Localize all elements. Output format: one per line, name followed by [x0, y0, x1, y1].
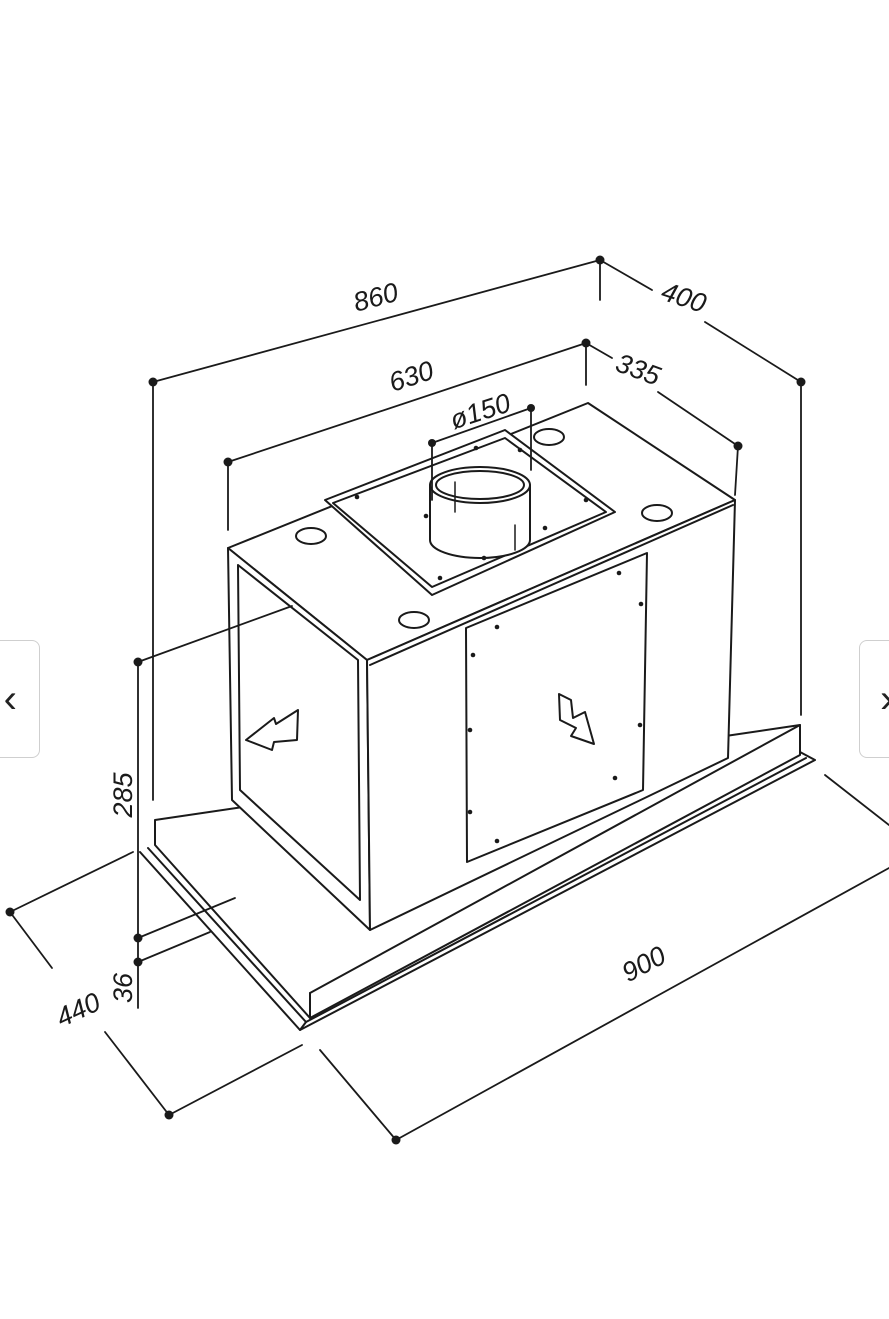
dim-frame-width: 900: [617, 940, 671, 988]
dim-frame-height: 36: [108, 972, 138, 1003]
dim-body-height: 285: [108, 771, 138, 818]
previous-image-button[interactable]: ‹: [0, 640, 40, 758]
dim-overall-depth: 400: [658, 276, 710, 318]
access-panel: [465, 552, 648, 863]
dim-overall-width: 860: [350, 277, 401, 318]
airflow-arrow-left-icon: [245, 709, 299, 751]
next-image-button[interactable]: ›: [859, 640, 889, 758]
chevron-right-icon: ›: [880, 677, 889, 721]
dim-inner-width: 630: [385, 355, 437, 397]
dim-frame-depth: 440: [51, 987, 105, 1033]
airflow-arrow-down-icon: [558, 693, 595, 745]
dim-inner-depth: 335: [612, 348, 666, 392]
chevron-left-icon: ‹: [3, 677, 17, 721]
mounting-holes: [295, 428, 673, 629]
duct-spigot: [429, 466, 531, 559]
dim-duct-diameter: ø150: [446, 388, 514, 436]
